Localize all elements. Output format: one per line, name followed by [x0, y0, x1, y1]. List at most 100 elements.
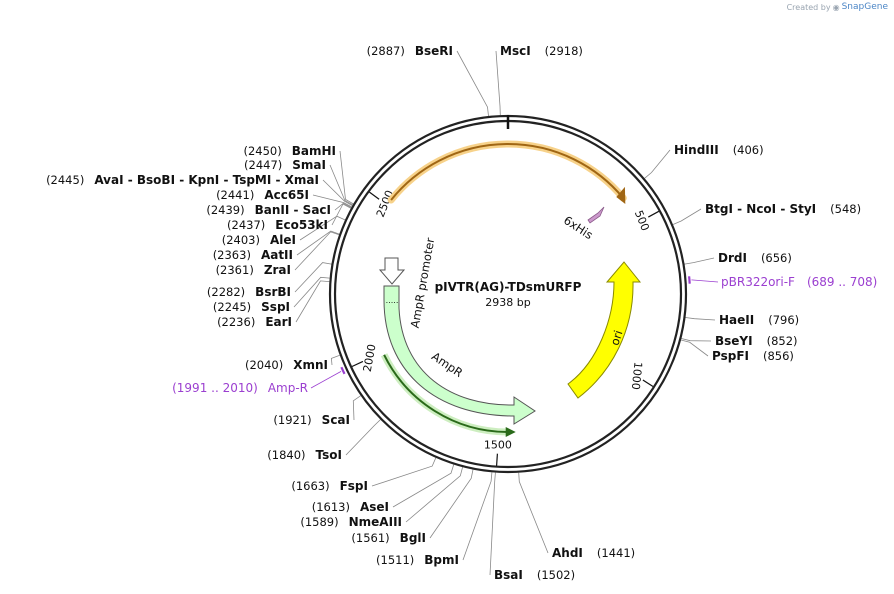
enzyme-position: (2403)	[222, 233, 260, 247]
enzyme-name: PspFI	[712, 349, 749, 363]
enzyme-name: ScaI	[322, 413, 350, 427]
leader-line	[295, 280, 330, 323]
enzyme-position: (2445)	[46, 173, 84, 187]
enzyme-position: (2441)	[216, 188, 254, 202]
enzyme-site-acc65i[interactable]: (2441)Acc65I	[216, 188, 309, 202]
enzyme-position: (2450)	[243, 144, 281, 158]
enzyme-name: BamHI	[292, 144, 336, 158]
enzyme-position: (548)	[830, 202, 861, 216]
green-arc	[383, 354, 508, 433]
enzyme-site-ahdi[interactable]: (1441)AhdI	[552, 546, 635, 560]
enzyme-position: (1613)	[312, 500, 350, 514]
tick-mark	[648, 210, 660, 218]
leader-line	[392, 464, 455, 508]
enzyme-name: FspI	[340, 479, 368, 493]
enzyme-site-pspfi[interactable]: (856) PspFI	[712, 349, 794, 363]
enzyme-labels: (2887) BseRI (2918)MscI (406)HindIII (548)Bt…	[46, 44, 877, 582]
leader-line	[489, 472, 496, 576]
enzyme-name: BseRI	[415, 44, 453, 58]
enzyme-site-banii[interactable]: (2439) BanII - SacI	[206, 203, 331, 217]
enzyme-site-btgi[interactable]: (548)BtgI - NcoI - StyI	[705, 202, 861, 216]
primer-amp-r[interactable]: Amp-R(1991 .. 2010)	[172, 381, 308, 395]
tick-label: 1500	[484, 439, 512, 452]
tick-mark	[369, 191, 380, 200]
orange-arc-glow	[387, 140, 627, 204]
enzyme-site-sspi[interactable]: (2245)SspI	[213, 300, 290, 314]
enzyme-name: BglI	[400, 531, 426, 545]
enzyme-name: MscI	[500, 44, 531, 58]
enzyme-name: AatII	[261, 248, 293, 262]
enzyme-name: BanII - SacI	[255, 203, 331, 217]
enzyme-site-bpmi[interactable]: (1511)BpmI	[376, 553, 459, 567]
enzyme-site-drdi[interactable]: (656)DrdI	[718, 251, 792, 265]
enzyme-position: (1589)	[300, 515, 338, 529]
enzyme-name: TsoI	[316, 448, 342, 462]
enzyme-site-eco53ki[interactable]: (2437)Eco53kI	[227, 218, 328, 232]
enzyme-name: AhdI	[552, 546, 583, 560]
enzyme-site-bseri[interactable]: (2887) BseRI	[367, 44, 453, 58]
green-arc-arrowhead	[505, 426, 516, 437]
enzyme-site-bamhi[interactable]: (2450) BamHI	[243, 144, 336, 158]
center-title: pIVTR(AG)-TDsmURFP 2938 bp	[435, 280, 582, 309]
enzyme-position: (1921)	[273, 413, 311, 427]
enzyme-site-nmeaiii[interactable]: (1589) NmeAIII	[300, 515, 402, 529]
leader-line	[334, 202, 352, 211]
enzyme-site-asei[interactable]: (1613) AseI	[312, 500, 389, 514]
enzyme-site-msci[interactable]: (2918)MscI	[500, 44, 583, 58]
leader-line	[495, 50, 501, 116]
feature-label: AmpR promoter	[408, 236, 438, 329]
enzyme-site-zrai[interactable]: (2361)ZraI	[216, 263, 291, 277]
enzyme-site-fspi[interactable]: (1663) FspI	[291, 479, 368, 493]
enzyme-site-tsoi[interactable]: (1840)TsoI	[267, 448, 342, 462]
primer-range: (1991 .. 2010)	[172, 381, 258, 395]
snapgene-credit: Created by ◉ SnapGene	[787, 2, 888, 12]
enzyme-site-alei[interactable]: (2403)AleI	[222, 233, 296, 247]
enzyme-site-smai[interactable]: (2447)SmaI	[244, 158, 326, 172]
plasmid-name: pIVTR(AG)-TDsmURFP	[435, 280, 582, 294]
enzyme-position: (1663)	[291, 479, 329, 493]
enzyme-name: BpmI	[424, 553, 459, 567]
enzyme-position: (2887)	[367, 44, 405, 58]
enzyme-position: (852)	[767, 334, 798, 348]
enzyme-position: (2245)	[213, 300, 251, 314]
enzyme-name: AseI	[360, 500, 389, 514]
enzyme-site-bsai[interactable]: (1502)BsaI	[494, 568, 575, 582]
primer-mark	[688, 276, 691, 284]
enzyme-position: (2437)	[227, 218, 265, 232]
leader-line	[322, 179, 353, 206]
enzyme-site-hindiii[interactable]: (406)HindIII	[674, 143, 764, 157]
enzyme-site-aatii[interactable]: (2363)AatII	[213, 248, 293, 262]
primer-pbr322ori-f[interactable]: pBR322ori-F(689 .. 708)	[721, 275, 877, 289]
snapgene-logo-icon: ◉	[832, 2, 840, 12]
enzyme-name: ZraI	[264, 263, 291, 277]
leader-line	[329, 164, 353, 206]
leader-line	[293, 276, 330, 308]
enzyme-position: (856)	[763, 349, 794, 363]
orange-arc	[390, 143, 625, 201]
leader-line	[294, 262, 332, 293]
enzyme-site-scai[interactable]: (1921) ScaI	[273, 413, 350, 427]
enzyme-position: (2439)	[206, 203, 244, 217]
enzyme-site-bsrbi[interactable]: (2282)BsrBI	[207, 285, 291, 299]
leader-line	[680, 339, 709, 357]
enzyme-site-haeii[interactable]: (796)HaeII	[719, 313, 799, 327]
enzyme-name: BseYI	[715, 334, 753, 348]
enzyme-site-bseyi[interactable]: (852) BseYI	[715, 334, 798, 348]
enzyme-site-avai[interactable]: (2445) AvaI - BsoBI - KpnI - TspMI - XmaI	[46, 173, 319, 187]
credit-prefix: Created by	[786, 2, 831, 12]
tick-mark	[642, 379, 654, 388]
tick-label: 1000	[629, 361, 645, 390]
enzyme-name: BsrBI	[255, 285, 291, 299]
enzyme-site-xmni[interactable]: (2040)XmnI	[245, 358, 328, 372]
ampr-promoter-arrow	[378, 257, 406, 285]
enzyme-site-bgli[interactable]: (1561) BglI	[351, 531, 426, 545]
leader-line	[672, 208, 702, 225]
enzyme-position: (2040)	[245, 358, 283, 372]
enzyme-position: (1561)	[351, 531, 389, 545]
enzyme-name: NmeAIII	[349, 515, 402, 529]
enzyme-site-eari[interactable]: (2236)EarI	[217, 315, 292, 329]
enzyme-name: SmaI	[292, 158, 326, 172]
primer-range: (689 .. 708)	[807, 275, 877, 289]
enzyme-name: AvaI - BsoBI - KpnI - TspMI - XmaI	[94, 173, 319, 187]
enzyme-name: DrdI	[718, 251, 747, 265]
